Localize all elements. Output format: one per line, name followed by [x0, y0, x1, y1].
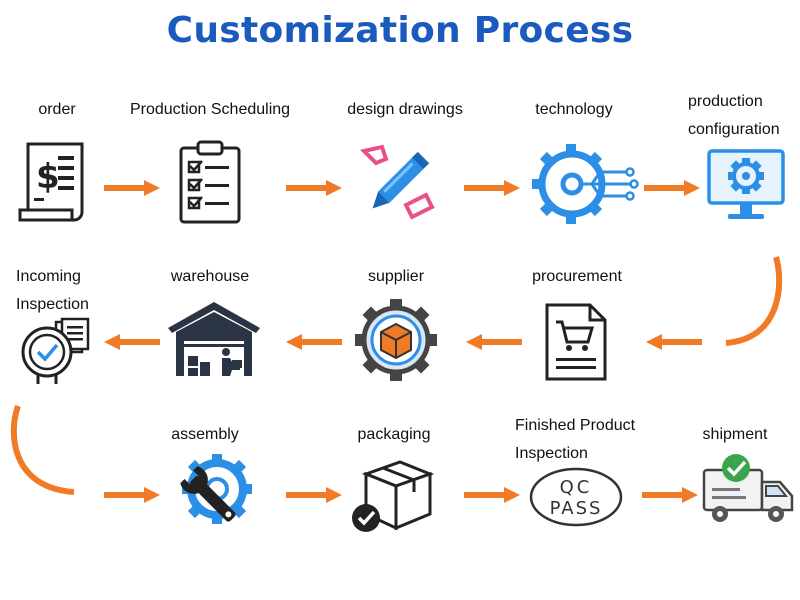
delivery-truck-check-icon	[700, 452, 796, 526]
step-label-line: Incoming	[16, 268, 81, 285]
monitor-gear-icon	[706, 148, 786, 224]
step-label-line: production	[688, 93, 763, 110]
step-label-incoming-inspection: Incoming Inspection	[16, 263, 89, 319]
shopping-cart-document-icon	[544, 302, 608, 382]
flow-arrow-left	[286, 334, 342, 350]
step-label-line: Inspection	[16, 296, 89, 313]
box-check-icon	[350, 456, 435, 536]
gear-box-icon	[354, 298, 438, 382]
flow-arrow-right	[464, 180, 520, 196]
step-label-design-drawings: design drawings	[347, 101, 463, 118]
step-label-warehouse: warehouse	[170, 268, 250, 285]
qc-stamp-line1: QC	[560, 477, 593, 498]
step-label-line: configuration	[688, 121, 780, 138]
page-title: Customization Process	[166, 10, 634, 51]
qc-pass-stamp-icon: QC PASS	[528, 466, 624, 528]
step-label-order: order	[38, 101, 76, 118]
inspection-badge-icon	[20, 317, 92, 386]
flow-arrow-right	[104, 180, 160, 196]
flow-arrow-right	[642, 487, 698, 503]
step-label-assembly: assembly	[171, 426, 239, 443]
svg-text:$: $	[36, 157, 60, 197]
flow-arrow-right	[464, 487, 520, 503]
step-label-procurement: procurement	[532, 268, 622, 285]
warehouse-worker-icon	[166, 300, 262, 378]
step-label-supplier: supplier	[367, 268, 425, 285]
qc-stamp-line2: PASS	[550, 498, 603, 519]
flow-arrow-right	[286, 487, 342, 503]
step-label-shipment: shipment	[702, 426, 768, 443]
flow-connector-curve-left	[8, 404, 78, 496]
flow-connector-curve-right	[720, 255, 784, 351]
flow-arrow-right	[286, 180, 342, 196]
flow-arrow-right	[644, 180, 700, 196]
flow-arrow-left	[104, 334, 160, 350]
clipboard-checklist-icon	[178, 140, 242, 224]
step-label-line: Finished Product	[515, 417, 636, 434]
gear-circuit-icon	[530, 142, 639, 226]
flow-arrow-left	[466, 334, 522, 350]
step-label-line: Inspection	[515, 445, 588, 462]
step-label-packaging: packaging	[357, 426, 431, 443]
step-label-production-scheduling: Production Scheduling	[129, 101, 291, 118]
wrench-gear-icon	[170, 452, 252, 534]
step-label-finished-product-inspection: Finished Product Inspection	[515, 412, 635, 468]
step-label-technology: technology	[535, 101, 613, 118]
step-label-production-configuration: production configuration	[688, 88, 780, 144]
flow-arrow-right	[104, 487, 160, 503]
flow-arrow-left	[646, 334, 702, 350]
invoice-dollar-icon: $	[16, 140, 88, 224]
pencil-ruler-icon	[360, 144, 436, 221]
